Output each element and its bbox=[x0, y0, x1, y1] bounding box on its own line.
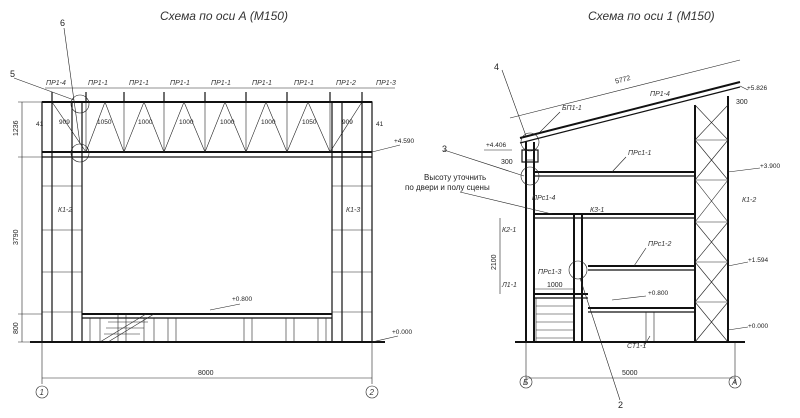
svg-text:+0.800: +0.800 bbox=[648, 290, 668, 297]
svg-text:300: 300 bbox=[501, 159, 513, 166]
svg-text:5772: 5772 bbox=[614, 75, 631, 86]
svg-text:1050: 1050 bbox=[97, 119, 112, 126]
stage-platform bbox=[82, 313, 332, 343]
svg-text:ПРс1-4: ПРс1-4 bbox=[532, 195, 555, 202]
svg-text:2: 2 bbox=[369, 388, 375, 397]
svg-text:ПР1-1: ПР1-1 bbox=[252, 80, 272, 87]
left-elevations: +4.590 +0.800 +0.000 bbox=[209, 138, 414, 343]
truss-nodes bbox=[51, 92, 363, 102]
svg-text:1050: 1050 bbox=[302, 119, 317, 126]
svg-text:К2-1: К2-1 bbox=[502, 227, 516, 234]
svg-text:по двери и полу сцены: по двери и полу сцены bbox=[405, 183, 490, 192]
svg-text:+0.800: +0.800 bbox=[232, 296, 252, 303]
svg-text:1: 1 bbox=[40, 388, 44, 397]
svg-text:+5.826: +5.826 bbox=[747, 85, 767, 92]
svg-text:+0.000: +0.000 bbox=[748, 323, 768, 330]
svg-text:ПРс1-3: ПРс1-3 bbox=[538, 269, 561, 276]
middle-column bbox=[573, 214, 655, 342]
svg-text:К3-1: К3-1 bbox=[590, 207, 604, 214]
floors bbox=[534, 171, 695, 313]
svg-text:+3.900: +3.900 bbox=[760, 163, 780, 170]
left-view: Схема по оси А (М150) bbox=[10, 9, 414, 399]
svg-text:5000: 5000 bbox=[622, 370, 638, 377]
svg-text:А: А bbox=[731, 378, 737, 387]
svg-text:3: 3 bbox=[442, 144, 447, 154]
svg-text:6: 6 bbox=[60, 18, 65, 28]
svg-text:4: 4 bbox=[494, 62, 499, 72]
col-label-left: К1-2 bbox=[58, 207, 72, 214]
svg-text:2: 2 bbox=[618, 400, 623, 410]
height-note: Высоту уточнить по двери и полу сцены bbox=[405, 173, 553, 215]
svg-text:909: 909 bbox=[59, 119, 70, 126]
span-dims: 41 909 1050 1000 1000 1000 1000 1050 909… bbox=[36, 119, 384, 128]
svg-text:+1.594: +1.594 bbox=[748, 257, 768, 264]
svg-text:5: 5 bbox=[10, 69, 15, 79]
svg-text:Л1-1: Л1-1 bbox=[501, 282, 517, 289]
svg-text:+4.590: +4.590 bbox=[394, 138, 414, 145]
svg-text:8000: 8000 bbox=[198, 370, 214, 377]
svg-text:К1-2: К1-2 bbox=[742, 197, 756, 204]
top-labels: ПР1-4 ПР1-1 ПР1-1 ПР1-1 ПР1-1 ПР1-1 ПР1-… bbox=[46, 80, 396, 87]
right-member-labels: ПР1-4 БП1-1 ПРс1-1 ПРс1-4 К3-1 К2-1 К1-2… bbox=[501, 91, 756, 350]
svg-text:41: 41 bbox=[376, 121, 384, 128]
svg-text:41: 41 bbox=[36, 121, 44, 128]
svg-text:800: 800 bbox=[13, 322, 20, 334]
roof-bottom bbox=[519, 86, 741, 144]
right-left-column bbox=[521, 142, 539, 342]
right-dims: 5000 Б А 2100 1000 300 300 bbox=[491, 99, 748, 389]
svg-text:ПР1-1: ПР1-1 bbox=[170, 80, 190, 87]
svg-text:+4.406: +4.406 bbox=[486, 142, 506, 149]
svg-text:Высоту уточнить: Высоту уточнить bbox=[424, 173, 486, 182]
roof-top bbox=[519, 81, 741, 139]
svg-text:1000: 1000 bbox=[179, 119, 194, 126]
svg-text:1000: 1000 bbox=[138, 119, 153, 126]
svg-text:1000: 1000 bbox=[261, 119, 276, 126]
svg-text:ПРс1-2: ПРс1-2 bbox=[648, 241, 671, 248]
svg-text:ПР1-1: ПР1-1 bbox=[294, 80, 314, 87]
svg-text:300: 300 bbox=[736, 99, 748, 106]
svg-text:ПР1-1: ПР1-1 bbox=[129, 80, 149, 87]
svg-text:СТ1-1: СТ1-1 bbox=[627, 343, 646, 350]
right-tall-column bbox=[694, 96, 729, 343]
right-elevations: +5.826 +4.406 +3.900 +1.594 +0.800 +0.00… bbox=[484, 85, 780, 331]
right-view: Схема по оси 1 (М150) 5772 bbox=[405, 9, 780, 410]
roof-dim-line bbox=[509, 59, 741, 119]
svg-text:ПР1-1: ПР1-1 bbox=[211, 80, 231, 87]
svg-text:1236: 1236 bbox=[13, 120, 20, 136]
svg-text:ПР1-4: ПР1-4 bbox=[650, 91, 670, 98]
svg-text:Б: Б bbox=[523, 378, 528, 387]
svg-text:+0.000: +0.000 bbox=[392, 329, 412, 336]
truss-web bbox=[51, 101, 363, 153]
svg-text:БП1-1: БП1-1 bbox=[562, 105, 582, 112]
svg-text:ПР1-4: ПР1-4 bbox=[46, 80, 66, 87]
svg-text:ПР1-2: ПР1-2 bbox=[336, 80, 356, 87]
svg-text:2100: 2100 bbox=[491, 254, 498, 270]
svg-text:909: 909 bbox=[342, 119, 353, 126]
right-title: Схема по оси 1 (М150) bbox=[588, 9, 715, 23]
bottom-dim: 8000 1 2 bbox=[35, 342, 379, 399]
svg-text:ПР1-1: ПР1-1 bbox=[88, 80, 108, 87]
callouts-right: 4 3 2 bbox=[442, 62, 623, 410]
callouts-left: 5 6 bbox=[10, 18, 90, 163]
svg-text:ПРс1-1: ПРс1-1 bbox=[628, 150, 651, 157]
left-vertical-dims: 1236 3790 800 bbox=[13, 101, 42, 343]
right-column bbox=[331, 101, 373, 343]
svg-text:1000: 1000 bbox=[220, 119, 235, 126]
svg-text:ПР1-3: ПР1-3 bbox=[376, 80, 396, 87]
col-label-right: К1-3 bbox=[346, 207, 360, 214]
ladder bbox=[535, 298, 575, 342]
svg-text:1000: 1000 bbox=[547, 282, 563, 289]
svg-text:3790: 3790 bbox=[13, 229, 20, 245]
left-title: Схема по оси А (М150) bbox=[160, 9, 288, 23]
left-column bbox=[41, 101, 83, 343]
